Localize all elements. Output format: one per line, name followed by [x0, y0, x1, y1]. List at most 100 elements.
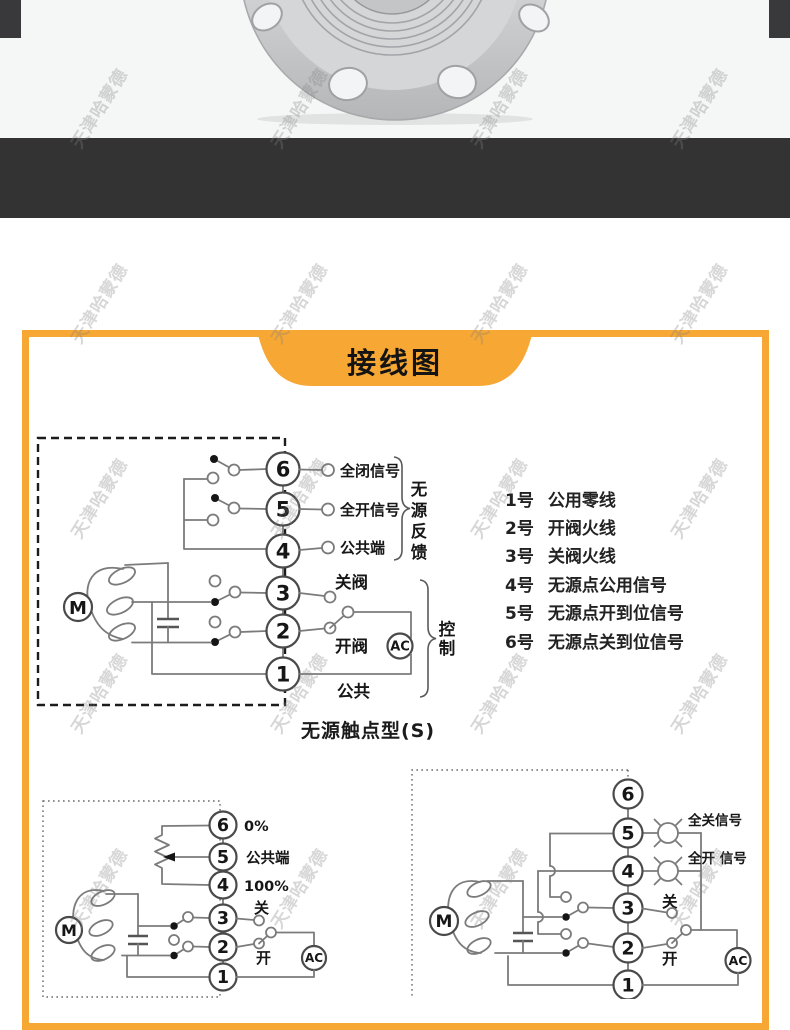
close-label: 关	[662, 892, 678, 911]
motor-assembly: M	[428, 880, 615, 986]
terminal-column: 6 5 4 3 2 1	[208, 810, 238, 992]
legend-num: 1号	[505, 490, 534, 511]
terminal-column: 6 5 4 3 2 1	[265, 451, 301, 692]
legend-label: 无源点关到位信号	[547, 632, 684, 653]
svg-text:控: 控	[439, 619, 456, 639]
terminal-3: 3	[217, 909, 229, 929]
wiper-arrow-icon	[163, 852, 175, 862]
control-switch-open	[131, 615, 268, 646]
motor-icon	[62, 591, 94, 623]
capacitor-icon	[128, 934, 148, 946]
top-left-dark-bar	[0, 0, 21, 38]
legend-label: 无源点公用信号	[547, 575, 667, 596]
open-valve-label: 开阀	[335, 636, 368, 656]
diagram-potentiometer: M 6 5 4 3 2 1 0% 公共端 100% 关 AC 开	[42, 800, 328, 998]
panel-title: 接线图	[346, 346, 443, 380]
lamp-full-open-icon	[641, 856, 702, 886]
svg-text:源: 源	[411, 500, 428, 520]
close-label: 关	[254, 899, 269, 917]
legend-row: 1号公用零线	[505, 484, 684, 512]
limit-switch-close	[183, 455, 268, 485]
terminal-4: 4	[217, 876, 229, 896]
control-switch-open	[121, 934, 211, 960]
potentiometer-icon	[154, 824, 211, 886]
terminal-5: 5	[621, 823, 634, 845]
terminal-column: 6 5 4 3 2 1	[612, 778, 644, 999]
terminal-5: 5	[217, 848, 229, 868]
product-photo-section	[0, 0, 790, 138]
terminal-1: 1	[276, 663, 291, 687]
closed-signal-label: 全闭信号	[339, 462, 400, 480]
common-terminal-label: 公共端	[246, 849, 290, 867]
actuator-boundary-dotted	[42, 800, 221, 998]
legend-num: 2号	[505, 519, 534, 540]
terminal-1: 1	[217, 968, 229, 988]
legend-num: 4号	[505, 575, 534, 596]
open-label: 开	[256, 949, 271, 967]
svg-text:反: 反	[411, 522, 428, 541]
limit-switch-open	[183, 494, 268, 527]
ac-source-icon	[386, 632, 414, 660]
ac-label: AC	[305, 951, 323, 965]
flange-rings	[301, 0, 483, 56]
actuator-boundary-dashed	[36, 436, 287, 707]
legend-row: 3号关阀火线	[505, 541, 684, 569]
p100-label: 100%	[244, 879, 289, 895]
terminal-6: 6	[621, 784, 634, 806]
terminal-3: 3	[621, 898, 634, 920]
terminal-3: 3	[276, 582, 291, 606]
diagram-caption: 无源触点型(S)	[301, 720, 436, 742]
terminal-2: 2	[621, 938, 634, 960]
legend-num: 3号	[505, 547, 534, 568]
terminal-4: 4	[621, 861, 634, 883]
lamp-full-close-icon	[641, 818, 702, 848]
control-switch-close	[137, 911, 211, 930]
legend-num: 6号	[505, 632, 534, 653]
control-switch-close	[522, 891, 615, 921]
motor-label: M	[69, 598, 87, 619]
motor-icon	[54, 915, 84, 945]
legend-num: 5号	[505, 604, 534, 625]
common-label: 公共	[337, 682, 371, 701]
legend-row: 5号无源点开到位信号	[505, 598, 684, 626]
terminal-legend: 1号公用零线 2号开阀火线 3号关阀火线 4号无源点公用信号 5号无源点开到位信…	[505, 484, 684, 654]
legend-row: 6号无源点关到位信号	[505, 626, 684, 654]
ac-label: AC	[729, 953, 748, 968]
legend-label: 公用零线	[547, 490, 616, 511]
terminal-2: 2	[276, 620, 291, 644]
control-brace	[419, 579, 437, 698]
diagram-lamp-indication: 全关信号 全开 信号	[411, 769, 752, 999]
motor-coils-icon	[86, 566, 136, 642]
svg-text:制: 制	[439, 638, 456, 658]
svg-text:馈: 馈	[411, 542, 428, 562]
p0-label: 0%	[244, 819, 269, 835]
full-open-signal-label: 全开 信号	[687, 850, 747, 867]
motor-assembly: M	[54, 889, 211, 978]
terminal-1: 1	[621, 975, 634, 997]
actuator-boundary-dotted	[411, 769, 628, 998]
capacitor-icon	[157, 617, 179, 629]
svg-text:无: 无	[410, 480, 428, 499]
legend-row: 2号开阀火线	[505, 512, 684, 540]
terminal-6: 6	[217, 816, 229, 836]
motor-icon	[428, 905, 460, 937]
flange-photo	[243, 0, 550, 125]
terminal-4: 4	[276, 540, 291, 564]
open-signal-label: 全开信号	[339, 501, 400, 519]
title-banner-ribbon	[257, 330, 533, 386]
diagram-passive-contact: M 6 5 4 3 2 1 全闭信号 全开信号 公共端 无 源 反 馈 关阀 A…	[36, 436, 456, 707]
terminal-2: 2	[217, 938, 229, 958]
open-label: 开	[662, 950, 678, 968]
full-close-signal-label: 全关信号	[687, 812, 742, 829]
control-switch-close	[131, 574, 268, 606]
bolt-holes	[251, 2, 550, 102]
top-right-dark-bar	[769, 0, 790, 38]
control-switch-open	[494, 928, 615, 957]
dark-divider-band	[0, 138, 790, 218]
capacitor-icon	[513, 931, 533, 943]
flange-hub	[353, 0, 431, 15]
motor-assembly: M	[62, 562, 267, 675]
legend-label: 无源点开到位信号	[547, 604, 684, 625]
motor-label: M	[61, 921, 77, 940]
feedback-group-label: 无 源 反 馈	[410, 480, 428, 562]
